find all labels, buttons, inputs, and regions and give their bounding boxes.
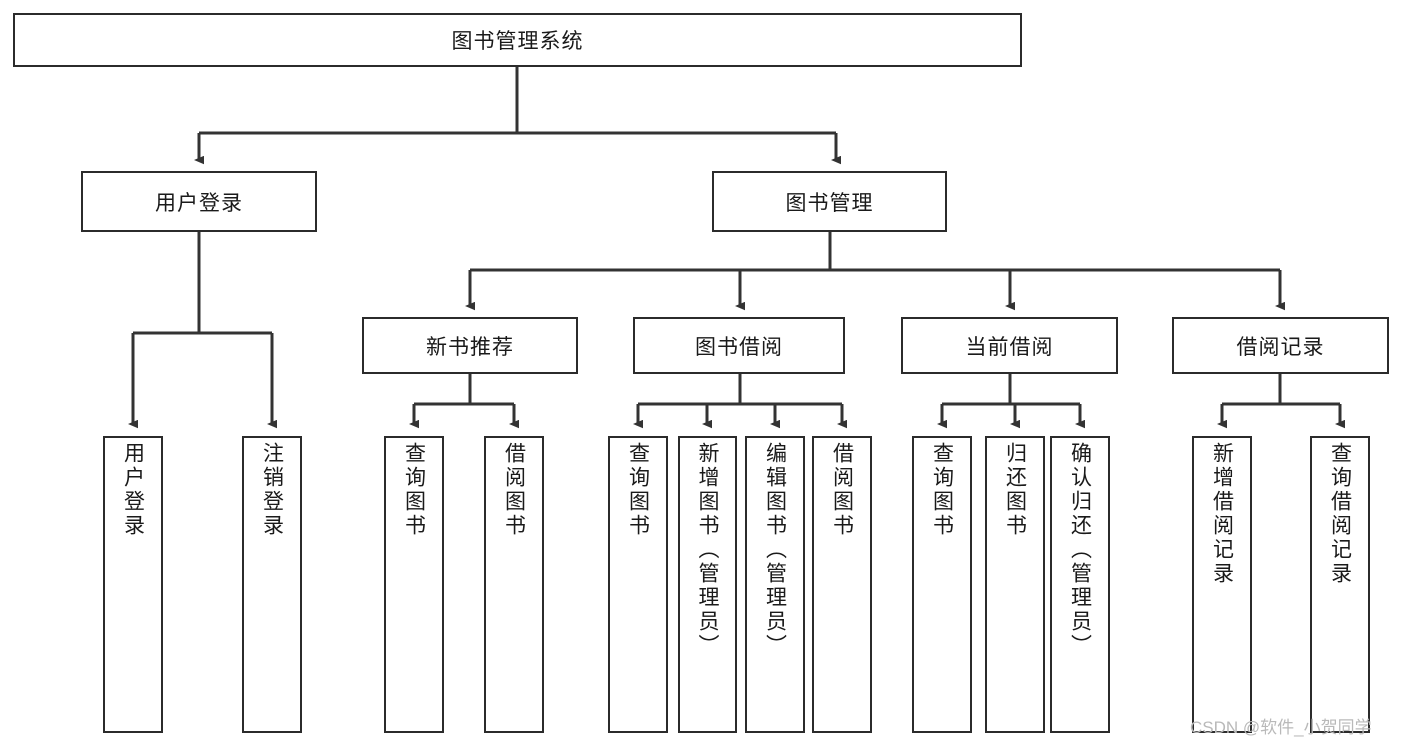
leaf-book-borrow-3[interactable]: 借阅图书 [812, 436, 872, 733]
node-current-borrow-label: 当前借阅 [965, 335, 1054, 359]
leaf-current-borrow-0[interactable]: 查询图书 [912, 436, 972, 733]
leaf-label: 确认归还（管理员） [1068, 442, 1092, 658]
leaf-label: 查询图书 [402, 442, 426, 538]
node-new-book-recommend-label: 新书推荐 [426, 335, 514, 359]
leaf-label: 借阅图书 [502, 442, 526, 538]
node-current-borrow[interactable]: 当前借阅 [901, 317, 1118, 374]
node-book-borrow-label: 图书借阅 [695, 335, 783, 359]
leaf-new-book-recommend-1[interactable]: 借阅图书 [484, 436, 544, 733]
leaf-label: 注销登录 [260, 442, 284, 538]
leaf-label: 新增图书（管理员） [696, 442, 719, 658]
node-root[interactable]: 图书管理系统 [13, 13, 1022, 67]
leaf-label: 编辑图书（管理员） [763, 442, 787, 658]
leaf-label: 归还图书 [1003, 442, 1027, 538]
node-new-book-recommend[interactable]: 新书推荐 [362, 317, 578, 374]
leaf-user-login-1[interactable]: 注销登录 [242, 436, 302, 733]
leaf-book-borrow-2[interactable]: 编辑图书（管理员） [745, 436, 805, 733]
node-book-borrow[interactable]: 图书借阅 [633, 317, 845, 374]
leaf-label: 查询图书 [930, 442, 954, 538]
node-borrow-record[interactable]: 借阅记录 [1172, 317, 1389, 374]
leaf-label: 查询图书 [626, 442, 650, 538]
node-borrow-record-label: 借阅记录 [1236, 335, 1325, 359]
node-root-label: 图书管理系统 [451, 30, 584, 53]
leaf-current-borrow-1[interactable]: 归还图书 [985, 436, 1045, 733]
leaf-borrow-record-0[interactable]: 新增借阅记录 [1192, 436, 1252, 733]
leaf-label: 借阅图书 [830, 442, 854, 538]
node-book-management[interactable]: 图书管理 [712, 171, 947, 232]
leaf-book-borrow-1[interactable]: 新增图书（管理员） [678, 436, 737, 733]
node-user-login-label: 用户登录 [155, 191, 243, 215]
leaf-book-borrow-0[interactable]: 查询图书 [608, 436, 668, 733]
node-book-management-label: 图书管理 [785, 191, 874, 215]
leaf-new-book-recommend-0[interactable]: 查询图书 [384, 436, 444, 733]
leaf-label: 查询借阅记录 [1328, 442, 1352, 586]
node-user-login[interactable]: 用户登录 [81, 171, 317, 232]
leaf-borrow-record-1[interactable]: 查询借阅记录 [1310, 436, 1370, 733]
leaf-label: 用户登录 [121, 442, 145, 538]
leaf-current-borrow-2[interactable]: 确认归还（管理员） [1050, 436, 1110, 733]
leaf-label: 新增借阅记录 [1210, 442, 1234, 586]
csdn-watermark: CSDN @软件_小贺同学 [1190, 718, 1372, 737]
leaf-user-login-0[interactable]: 用户登录 [103, 436, 163, 733]
